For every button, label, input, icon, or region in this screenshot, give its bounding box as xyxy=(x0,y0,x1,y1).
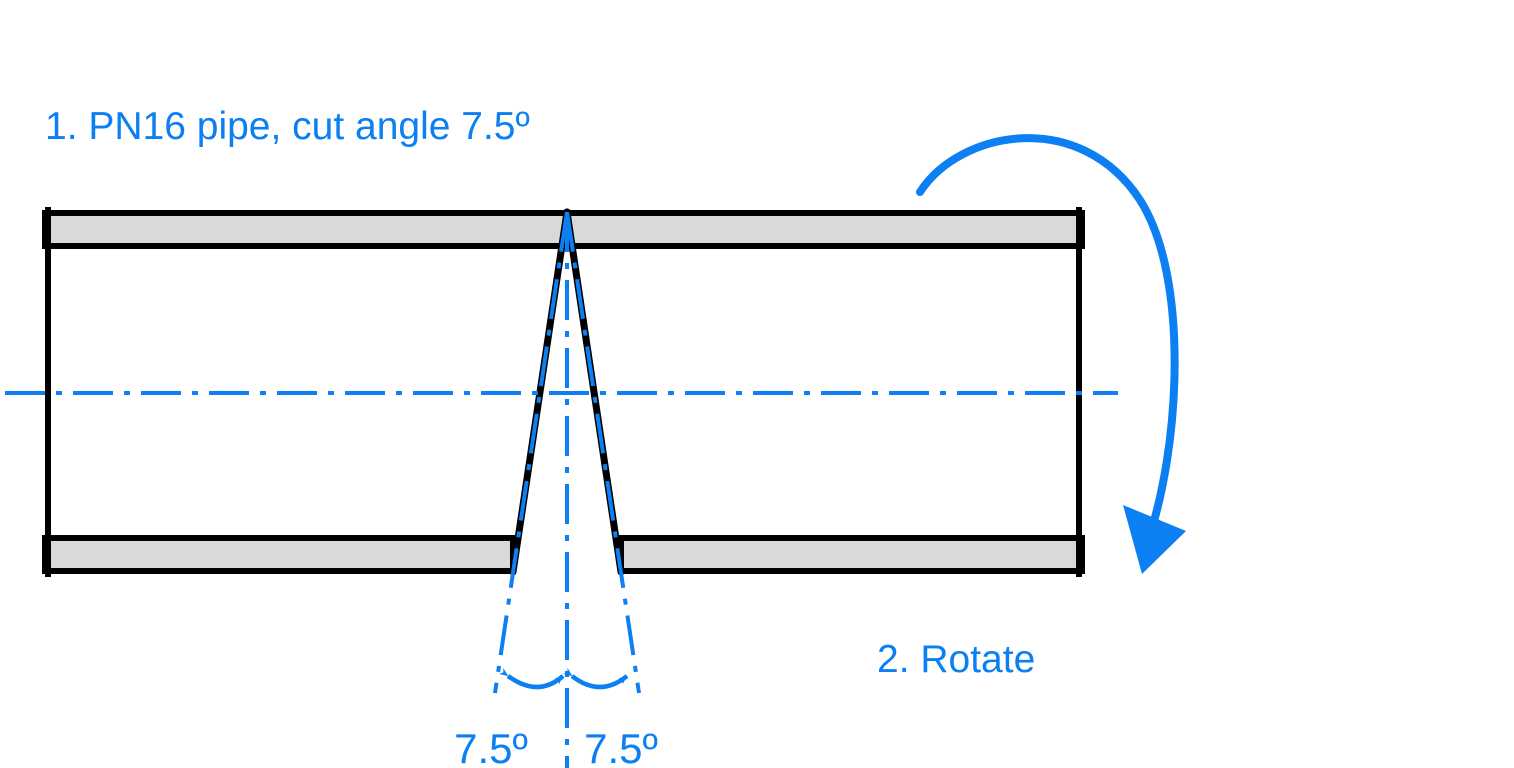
angle-dimension-arc-left xyxy=(499,668,565,690)
pipe-bottom-wall-right xyxy=(621,538,1082,571)
step-1-label: 1. PN16 pipe, cut angle 7.5º xyxy=(45,105,530,148)
angle-label-left: 7.5º xyxy=(454,725,528,768)
centerlines xyxy=(5,211,1118,768)
angle-dimension-arrows xyxy=(499,667,629,690)
step-2-label: 2. Rotate xyxy=(877,638,1035,681)
pipe-top-wall-left xyxy=(45,213,567,246)
angle-dimension-arc-right xyxy=(563,667,629,690)
pipe-top-wall-right xyxy=(567,213,1082,246)
notch-right-angle-reference-line xyxy=(565,211,641,694)
pipe-bottom-wall-left xyxy=(45,538,513,571)
pipe-body xyxy=(45,207,1082,577)
rotate-arrow xyxy=(916,134,1186,574)
rotate-arrow-head xyxy=(1123,505,1186,574)
angle-label-right: 7.5º xyxy=(584,725,658,768)
rotate-arrow-arc xyxy=(916,134,1179,547)
notch-left-angle-reference-line xyxy=(493,211,569,694)
